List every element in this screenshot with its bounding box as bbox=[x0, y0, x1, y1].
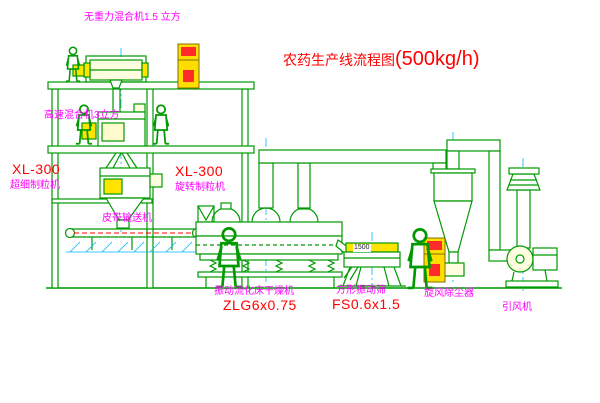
label-fluid-bed-dryer-model: ZLG6x0.75 bbox=[223, 297, 297, 313]
exhaust-stack bbox=[506, 167, 541, 249]
cyclone-separator bbox=[430, 139, 514, 277]
label-belt-conveyor: 皮带输送机 bbox=[102, 213, 152, 224]
label-cyclone: 旋风除尘器 bbox=[424, 288, 474, 299]
worker-figure-second-floor-right bbox=[152, 104, 170, 145]
label-center-granulator-name: 旋转制粒机 bbox=[175, 182, 225, 193]
induced-draft-fan bbox=[505, 245, 559, 288]
label-high-speed-mixer: 高速混合机3立方 bbox=[44, 110, 120, 121]
belt-conveyor bbox=[64, 227, 203, 250]
drawing-title-text: 农药生产线流程图 bbox=[283, 52, 395, 68]
label-vibrating-sieve: 方形振动筛 bbox=[336, 285, 386, 296]
rotary-granulator bbox=[99, 167, 163, 229]
drawing-title: 农药生产线流程图(500kg/h) bbox=[283, 48, 480, 70]
label-dryer-dimension: 1500 bbox=[353, 244, 371, 252]
label-left-granulator-name: 超细制粒机 bbox=[10, 180, 60, 191]
label-center-granulator-model: XL-300 bbox=[175, 163, 224, 179]
drawing-title-capacity: (500kg/h) bbox=[395, 48, 480, 70]
vibrating-sieve bbox=[335, 239, 406, 287]
label-left-granulator-model: XL-300 bbox=[12, 161, 61, 177]
fluid-bed-dryer bbox=[195, 202, 343, 288]
foundation-hatch bbox=[66, 241, 200, 253]
label-gravity-free-mixer: 无重力混合机1.5 立方 bbox=[84, 12, 181, 23]
label-induced-draft-fan: 引风机 bbox=[502, 302, 532, 313]
exhaust-duct bbox=[258, 149, 447, 209]
label-fluid-bed-dryer: 振动流化床干燥机 bbox=[214, 286, 294, 297]
high-speed-mixer bbox=[81, 103, 146, 147]
y-discharge-pipe bbox=[105, 152, 138, 169]
control-cabinet-upper bbox=[177, 43, 200, 89]
label-vibrating-sieve-model: FS0.6x1.5 bbox=[332, 296, 401, 312]
